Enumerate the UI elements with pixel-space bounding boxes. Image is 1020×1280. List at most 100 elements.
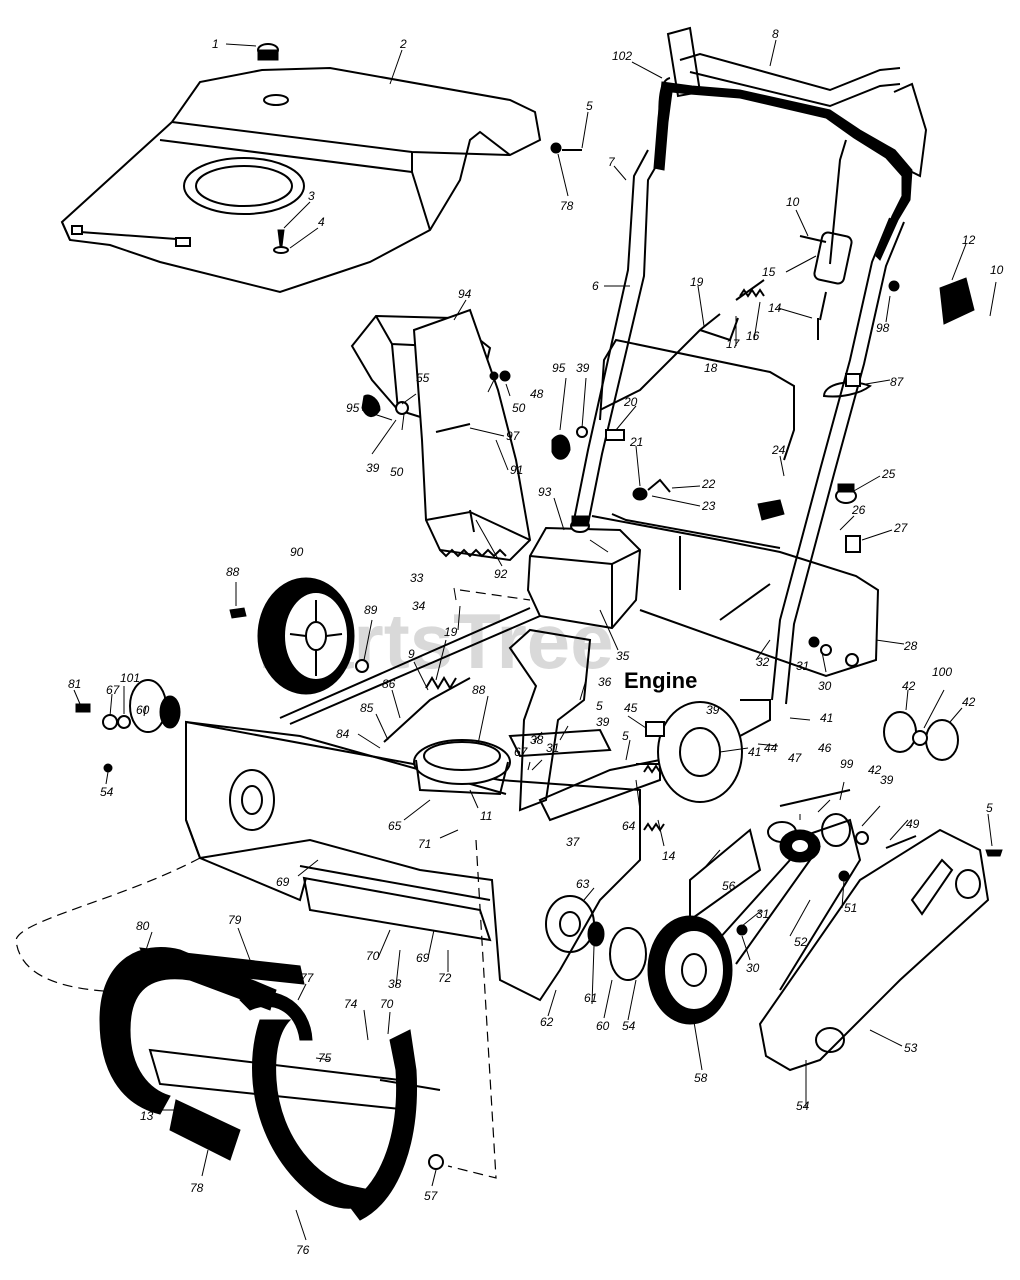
drive-plate-39 <box>657 701 743 803</box>
callout-42b: 42 <box>902 679 916 693</box>
callout-48: 48 <box>530 387 544 401</box>
callout-64: 64 <box>622 819 636 833</box>
washer-101 <box>117 715 131 729</box>
bracket-24 <box>599 338 795 461</box>
nut-31-right <box>808 636 820 648</box>
washer-39-left <box>395 401 409 415</box>
callout-75: 75 <box>318 1051 332 1065</box>
callout-36: 36 <box>598 675 612 689</box>
callout-20: 20 <box>623 395 638 409</box>
bolt-81 <box>75 703 91 713</box>
callout-31c: 31 <box>756 907 769 921</box>
nut-78-top <box>550 142 562 154</box>
callout-63: 63 <box>576 877 590 891</box>
callout-35: 35 <box>616 649 630 663</box>
hub-60-right <box>609 927 647 981</box>
callout-72: 72 <box>438 971 452 985</box>
lower-handle <box>571 149 905 705</box>
engine-label: Engine <box>624 668 697 693</box>
callout-12: 12 <box>962 233 976 247</box>
bearing-61-left <box>159 695 181 729</box>
callout-5a: 5 <box>586 99 593 113</box>
part-21-arm <box>647 478 671 493</box>
knob-24 <box>757 499 785 521</box>
callout-39e: 39 <box>880 773 894 787</box>
callout-61b: 61 <box>584 991 597 1005</box>
assembly-line-right <box>447 839 497 1179</box>
idler-42 <box>821 813 851 847</box>
assembly-line-left <box>15 857 201 993</box>
spring-64 <box>636 763 661 774</box>
callout-23: 23 <box>701 499 716 513</box>
callout-50b: 50 <box>390 465 404 479</box>
callout-16: 16 <box>746 329 760 343</box>
callout-49: 49 <box>906 817 920 831</box>
callout-11: 11 <box>480 809 492 823</box>
callout-30a: 30 <box>818 679 832 693</box>
callout-58: 58 <box>694 1071 708 1085</box>
callout-42c: 42 <box>962 695 976 709</box>
fuel-cap-knob <box>257 43 279 61</box>
knob-95-right <box>551 434 571 460</box>
callout-31b: 31 <box>546 741 559 755</box>
callout-65: 65 <box>388 819 402 833</box>
callout-42a: 42 <box>868 763 882 777</box>
callout-10b: 10 <box>990 263 1004 277</box>
washer-4 <box>273 246 289 254</box>
callout-22: 22 <box>701 477 716 491</box>
auger-assembly <box>99 947 444 1221</box>
callout-47: 47 <box>788 751 803 765</box>
nut-31-lower <box>736 924 748 936</box>
callout-88b: 88 <box>472 683 486 697</box>
callout-32: 32 <box>756 655 770 669</box>
hub-42-right <box>925 719 959 761</box>
switch-27 <box>845 535 861 553</box>
chute-ring-inner <box>423 741 501 771</box>
leader-lines <box>73 39 997 1241</box>
bolt-97 <box>435 423 471 433</box>
callout-91: 91 <box>510 463 523 477</box>
callout-39b: 39 <box>576 361 590 375</box>
callout-17: 17 <box>726 337 741 351</box>
callout-38a: 38 <box>530 733 544 747</box>
callout-53: 53 <box>904 1041 918 1055</box>
callout-8: 8 <box>772 27 779 41</box>
callout-4: 4 <box>318 215 325 229</box>
callout-55: 55 <box>416 371 430 385</box>
callout-100: 100 <box>932 665 952 679</box>
handle-controls <box>799 139 975 340</box>
bushing-45 <box>645 721 665 737</box>
callout-5d: 5 <box>986 801 993 815</box>
callout-93: 93 <box>538 485 552 499</box>
callout-69a: 69 <box>276 875 290 889</box>
screw-54-left <box>103 763 113 773</box>
callout-99: 99 <box>840 757 854 771</box>
rod-18 <box>699 317 739 342</box>
callout-94: 94 <box>458 287 472 301</box>
washer-39-right <box>576 426 588 438</box>
callout-7: 7 <box>608 155 616 169</box>
nut-51 <box>838 870 850 882</box>
screw-3 <box>277 229 285 247</box>
assembly-line-top <box>459 589 531 601</box>
callout-24: 24 <box>771 443 786 457</box>
callout-67a: 67 <box>106 683 121 697</box>
callout-57: 57 <box>424 1189 439 1203</box>
bolt-49 <box>885 835 917 849</box>
part-21 <box>632 487 648 501</box>
callout-85: 85 <box>360 701 374 715</box>
callout-39a: 39 <box>366 461 380 475</box>
plate-56 <box>689 828 762 922</box>
bolt-20 <box>605 429 625 441</box>
upper-handle <box>653 26 928 261</box>
engine-cover <box>60 66 542 294</box>
callout-2: 2 <box>399 37 407 51</box>
callout-90: 90 <box>290 545 304 559</box>
callout-95b: 95 <box>552 361 566 375</box>
rod-85 <box>383 677 471 743</box>
callout-95a: 95 <box>346 401 360 415</box>
spring-9 <box>425 676 457 690</box>
callout-77: 77 <box>300 971 315 985</box>
callout-60b: 60 <box>596 1019 610 1033</box>
